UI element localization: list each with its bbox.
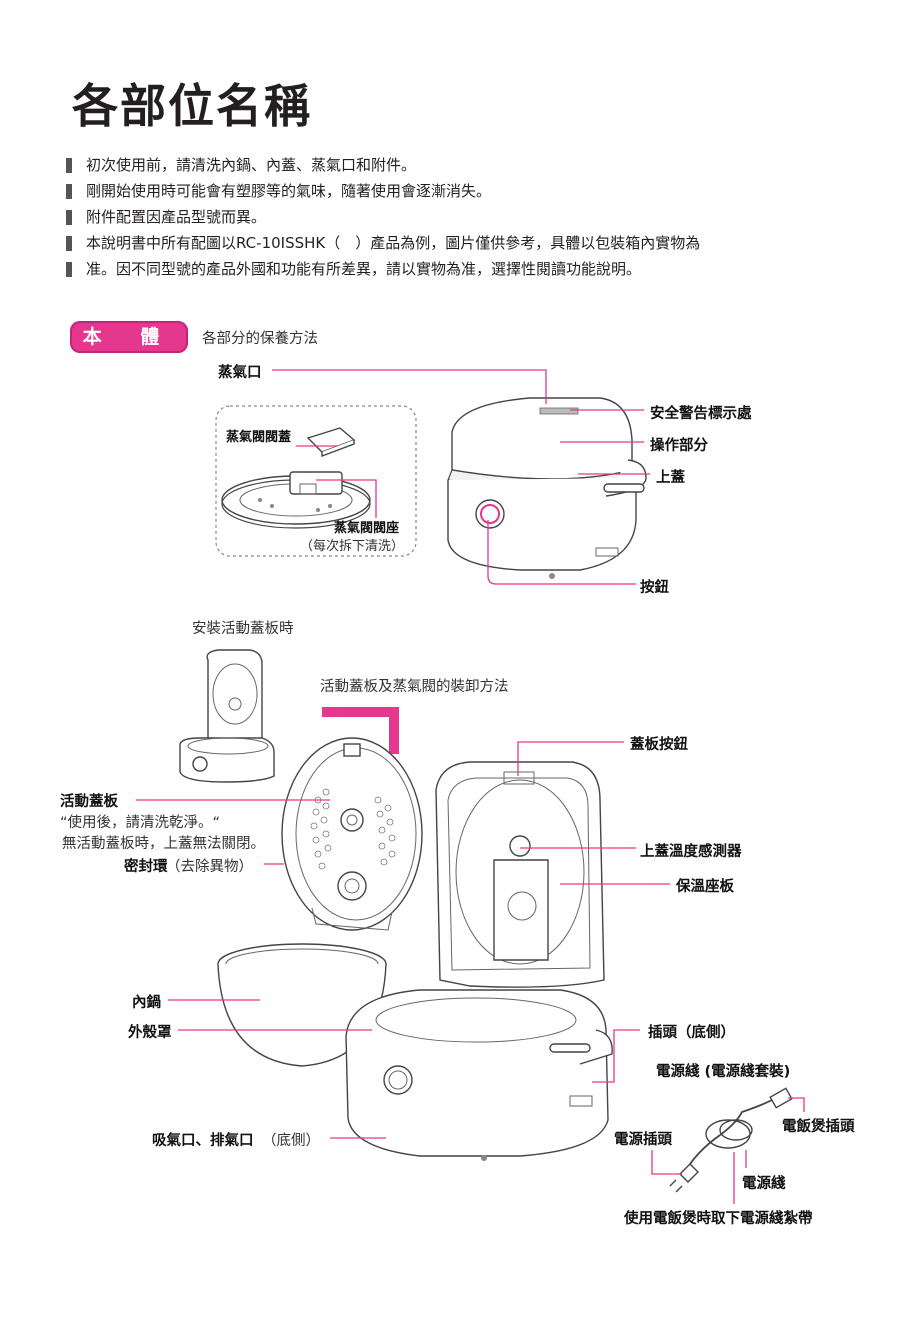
- rice-cooker-closed-illustration: [447, 397, 647, 579]
- label-inner-lid-note1: “使用後，請清洗乾淨。“: [60, 815, 221, 831]
- label-intake-exhaust: 吸氣口、排氣口: [152, 1133, 254, 1149]
- label-cord-tie: 使用電飯煲時取下電源綫紮帶: [624, 1211, 813, 1227]
- note-item: 附件配置因產品型號而異。: [62, 204, 882, 230]
- bullet-bar: [66, 158, 72, 173]
- page-title: 各部位名稱: [72, 79, 312, 133]
- inner-lid-illustration: [281, 737, 423, 931]
- label-inner-lid: 活動蓋板: [60, 794, 118, 810]
- leader-line-valve-seat: [316, 479, 377, 518]
- direction-arrow: [322, 707, 399, 754]
- label-outer-shell: 外殼罩: [128, 1025, 172, 1041]
- label-safety: 安全警告標示處: [650, 406, 752, 422]
- leader-line-button: [487, 520, 636, 585]
- rice-cooker-small-open-illustration: [179, 649, 275, 783]
- label-valve-seat-note: （每次拆下清洗）: [300, 539, 405, 554]
- leader-line-power-plug: [651, 1150, 682, 1175]
- label-lid-button: 蓋板按鈕: [630, 737, 688, 753]
- label-power-cord: 電源綫: [742, 1176, 786, 1192]
- valve-seat-illustration: [221, 471, 371, 529]
- label-control-panel: 操作部分: [650, 438, 708, 454]
- label-inner-pot: 內鍋: [132, 995, 161, 1011]
- power-cord-illustration: [669, 1087, 793, 1193]
- label-steam-vent: 蒸氣口: [218, 365, 262, 381]
- valve-cover-illustration: [306, 427, 356, 458]
- note-item: 初次使用前，請清洗內鍋、內蓋、蒸氣口和附件。: [62, 152, 882, 178]
- section-subtitle: 各部分的保養方法: [202, 331, 318, 347]
- label-appliance-plug: 電飯煲插頭: [782, 1119, 855, 1135]
- inner-pot-illustration: [217, 943, 387, 1067]
- rice-cooker-open-illustration: [345, 761, 613, 1161]
- label-seal-ring: 密封環: [124, 859, 168, 875]
- label-power-cord-set: 電源綫 (電源綫套裝): [656, 1064, 791, 1080]
- leader-line-steam-vent: [272, 369, 547, 404]
- label-valve-seat: 蒸氣閥閥座: [334, 521, 400, 536]
- bullet-bar: [66, 210, 72, 225]
- label-intake-exhaust-note: （底側）: [262, 1133, 320, 1149]
- leader-line-appliance-plug: [788, 1097, 805, 1112]
- note-item: 剛開始使用時可能會有塑膠等的氣味，隨著使用會逐漸消失。: [62, 178, 882, 204]
- bullet-bar: [66, 236, 72, 251]
- label-power-plug: 電源插頭: [614, 1132, 672, 1148]
- note-item: 准。因不同型號的產品外國和功能有所差異，請以實物為准，選擇性閱讀功能說明。: [62, 256, 882, 282]
- label-plug: 插頭（底側）: [648, 1025, 735, 1041]
- leader-line-lid-button: [517, 741, 624, 776]
- caption-install: 安裝活動蓋板時: [192, 621, 294, 637]
- bullet-bar: [66, 262, 72, 277]
- valve-detail-box: [215, 405, 417, 557]
- note-item: 本說明書中所有配圖以RC-10ISSHK（ ）產品為例，圖片僅供參考，具體以包裝…: [62, 230, 882, 256]
- label-valve-cover: 蒸氣閥閥蓋: [226, 430, 292, 445]
- caption-detach: 活動蓋板及蒸氣閥的裝卸方法: [320, 679, 509, 695]
- label-button: 按鈕: [640, 580, 669, 596]
- label-heat-plate: 保溫座板: [676, 879, 734, 895]
- leader-line-plug: [592, 1029, 640, 1083]
- notes-list: 初次使用前，請清洗內鍋、內蓋、蒸氣口和附件。 剛開始使用時可能會有塑膠等的氣味，…: [62, 152, 882, 282]
- label-inner-lid-note2: 無活動蓋板時，上蓋無法關閉。: [62, 836, 265, 852]
- label-temp-sensor: 上蓋溫度感測器: [640, 844, 742, 860]
- section-badge: 本 體: [70, 321, 188, 353]
- label-seal-ring-note: （去除異物）: [166, 859, 253, 875]
- bullet-bar: [66, 184, 72, 199]
- label-top-lid: 上蓋: [656, 470, 685, 486]
